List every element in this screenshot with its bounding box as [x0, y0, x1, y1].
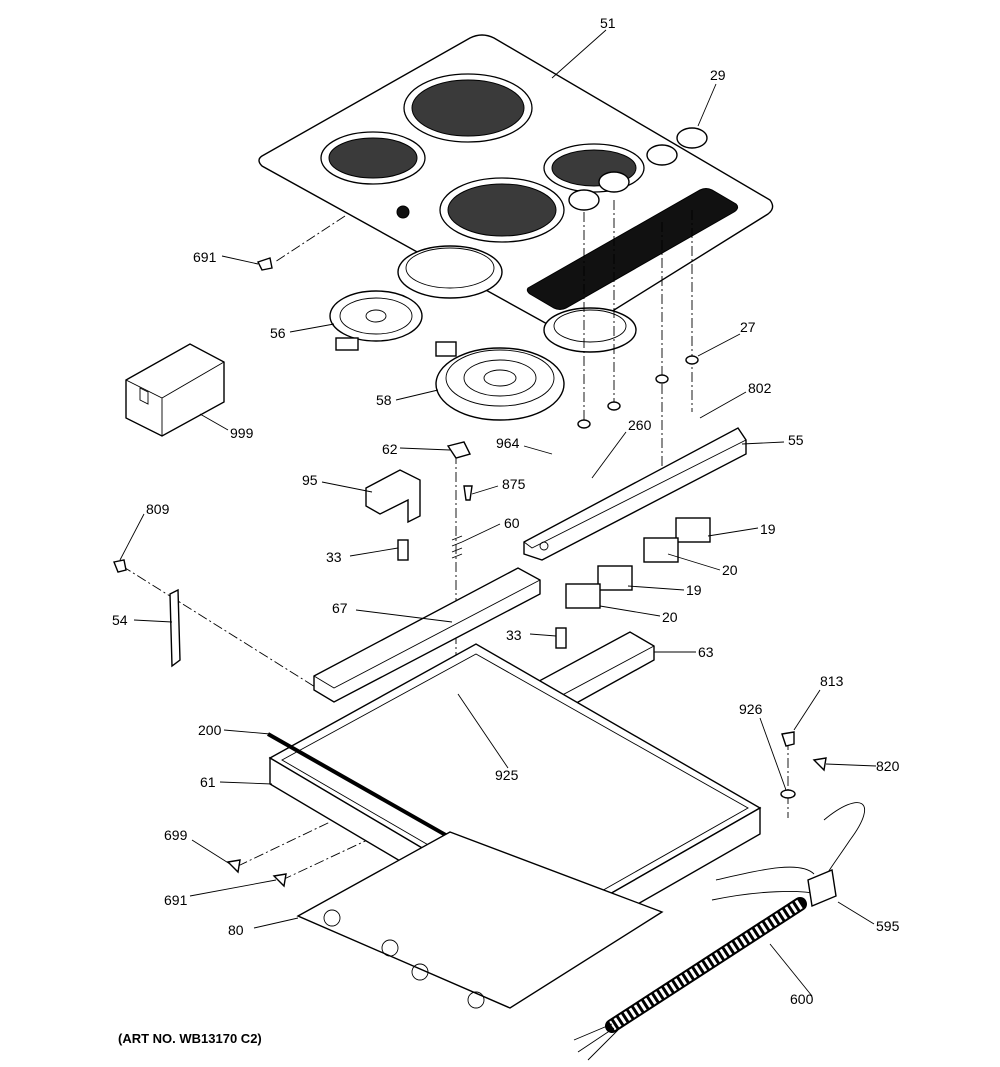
callout-260: 260 — [628, 417, 652, 433]
callout-20-right: 20 — [722, 562, 738, 578]
callout-802: 802 — [748, 380, 772, 396]
callout-926: 926 — [739, 701, 763, 717]
callout-27: 27 — [740, 319, 756, 335]
part-29-control-knobs[interactable] — [568, 127, 708, 211]
part-27-grommets[interactable] — [577, 355, 699, 429]
callout-33-left: 33 — [326, 549, 342, 565]
bottom-screws[interactable] — [226, 859, 287, 888]
callout-80: 80 — [228, 922, 244, 938]
callout-820: 820 — [876, 758, 900, 774]
callout-51: 51 — [600, 15, 616, 31]
callout-19-right: 19 — [760, 521, 776, 537]
callout-55: 55 — [788, 432, 804, 448]
callout-56: 56 — [270, 325, 286, 341]
callout-699: 699 — [164, 827, 188, 843]
callout-67: 67 — [332, 600, 348, 616]
part-51-cooktop-glass[interactable] — [258, 34, 774, 334]
heating-elements[interactable] — [329, 245, 637, 421]
terminal-hardware[interactable] — [780, 731, 827, 799]
callout-200: 200 — [198, 722, 222, 738]
infinite-switches[interactable] — [565, 517, 711, 609]
callout-labels: 51 29 691 56 27 999 58 802 62 964 260 55… — [112, 15, 900, 1007]
part-600-conduit[interactable] — [573, 897, 807, 1061]
callout-33-right: 33 — [506, 627, 522, 643]
callout-58: 58 — [376, 392, 392, 408]
callout-925: 925 — [495, 767, 519, 783]
callout-19-left: 19 — [686, 582, 702, 598]
callout-875: 875 — [502, 476, 526, 492]
callout-964: 964 — [496, 435, 520, 451]
callout-61: 61 — [200, 774, 216, 790]
callout-20-left: 20 — [662, 609, 678, 625]
callout-600: 600 — [790, 991, 814, 1007]
part-55-control-bracket[interactable] — [523, 427, 747, 561]
callout-691-bottom: 691 — [164, 892, 188, 908]
callout-595: 595 — [876, 918, 900, 934]
callout-691-top: 691 — [193, 249, 217, 265]
art-number-caption: (ART NO. WB13170 C2) — [118, 1031, 262, 1046]
callout-95: 95 — [302, 472, 318, 488]
leader-lines — [119, 29, 877, 997]
part-95-bracket[interactable] — [365, 469, 421, 524]
callout-809: 809 — [146, 501, 170, 517]
part-999-box[interactable] — [125, 343, 225, 437]
callout-999: 999 — [230, 425, 254, 441]
callout-813: 813 — [820, 673, 844, 689]
part-54-strip[interactable] — [169, 588, 181, 668]
part-595-terminal-block[interactable] — [711, 802, 865, 907]
part-809-screw[interactable] — [113, 559, 127, 573]
callout-54: 54 — [112, 612, 128, 628]
part-691-screw[interactable] — [257, 257, 273, 271]
part-80-bottom-cover[interactable] — [296, 831, 664, 1009]
callout-63: 63 — [698, 644, 714, 660]
callout-29: 29 — [710, 67, 726, 83]
callout-60: 60 — [504, 515, 520, 531]
callout-62: 62 — [382, 441, 398, 457]
part-33-limiters[interactable] — [397, 539, 567, 649]
